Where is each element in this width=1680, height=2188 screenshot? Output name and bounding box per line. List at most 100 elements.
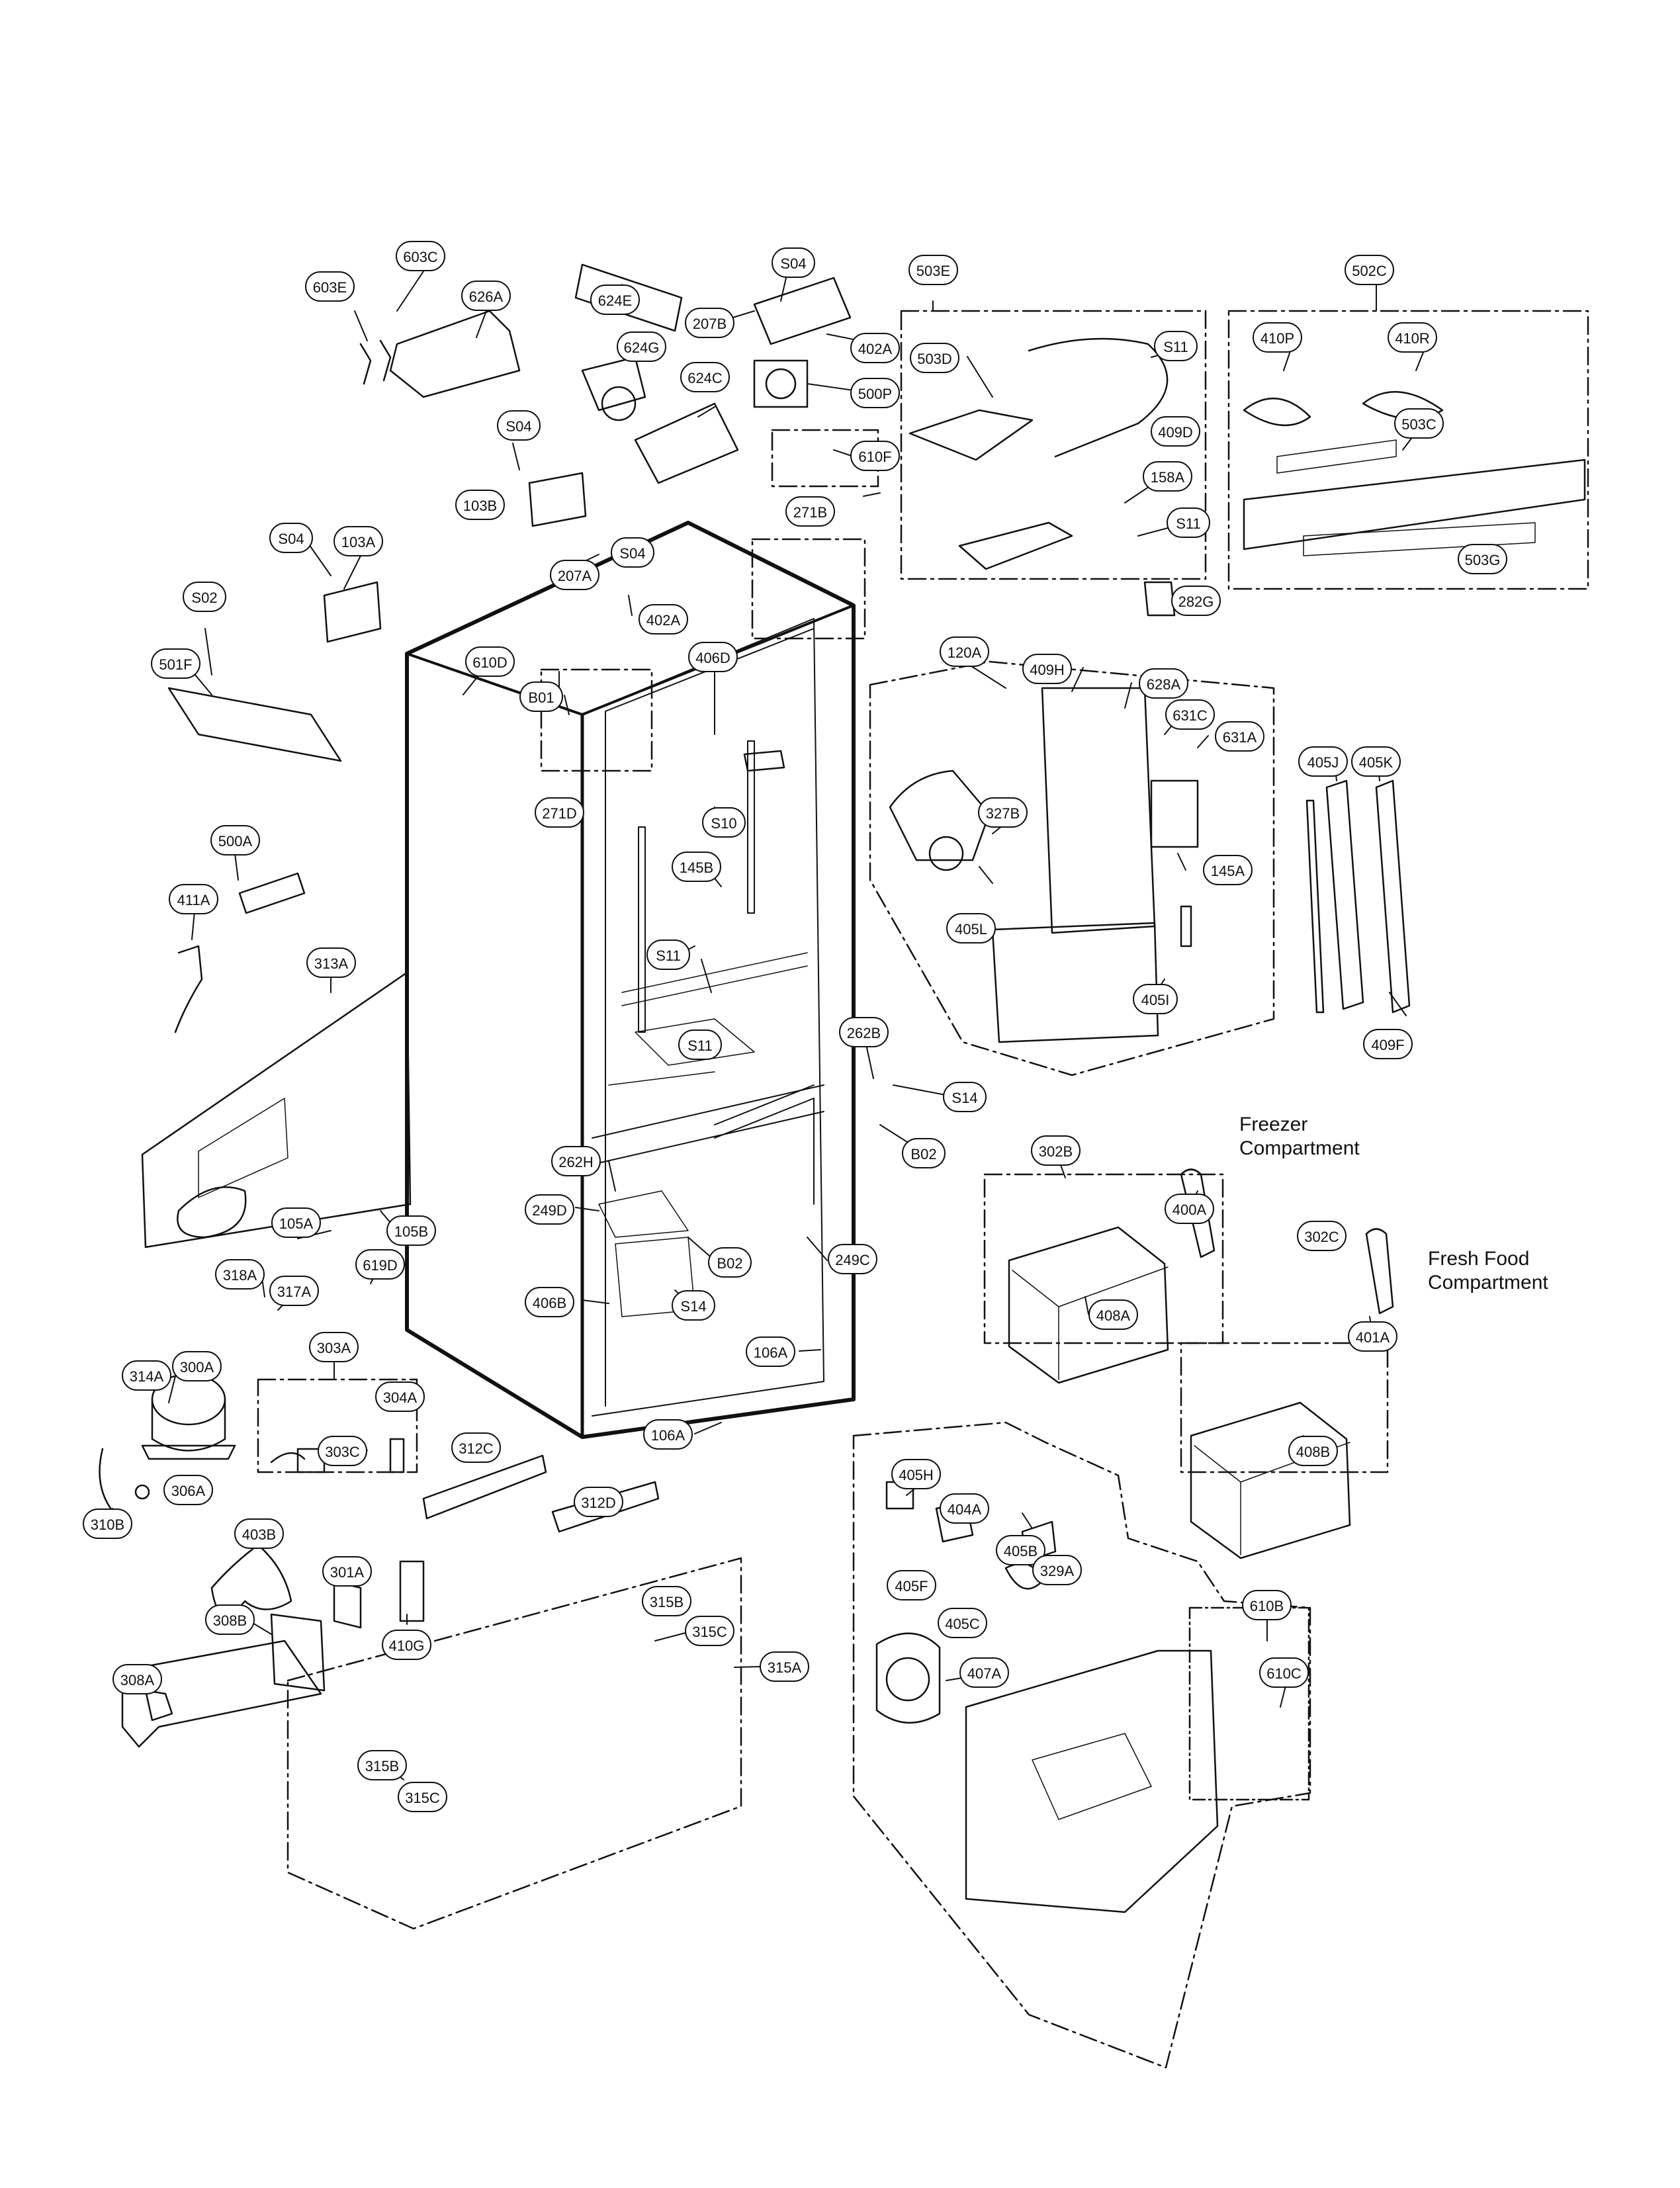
- callout-315B-b: 315B: [357, 1750, 407, 1780]
- callout-501F: 501F: [151, 648, 200, 679]
- group-outlines: [257, 310, 1589, 2069]
- callout-271B: 271B: [785, 496, 835, 527]
- callout-631A: 631A: [1215, 721, 1264, 752]
- callout-304A: 304A: [375, 1381, 425, 1412]
- callout-603E: 603E: [305, 271, 355, 302]
- callout-406D: 406D: [688, 642, 738, 672]
- callout-262H: 262H: [551, 1146, 601, 1176]
- callout-313A: 313A: [306, 947, 356, 978]
- callout-B02-b: B02: [708, 1247, 752, 1278]
- callout-315B: 315B: [642, 1586, 691, 1616]
- display-parts-drawing: [908, 337, 1586, 617]
- callout-145A: 145A: [1203, 855, 1253, 885]
- callout-405K: 405K: [1351, 746, 1401, 777]
- callout-106A-b: 106A: [643, 1419, 693, 1450]
- callout-624G: 624G: [617, 331, 666, 362]
- callout-610B: 610B: [1242, 1590, 1292, 1620]
- callout-271D: 271D: [535, 797, 584, 828]
- callout-B01: B01: [519, 681, 563, 712]
- callout-318A: 318A: [215, 1259, 265, 1290]
- callout-503D: 503D: [910, 343, 959, 373]
- callout-312C: 312C: [451, 1432, 501, 1463]
- callout-410R: 410R: [1388, 322, 1437, 353]
- callout-105A: 105A: [271, 1207, 321, 1238]
- top-parts-drawing: [167, 263, 852, 1033]
- callout-410G: 410G: [382, 1630, 431, 1660]
- callout-S04-b: S04: [497, 410, 541, 441]
- callout-158A: 158A: [1143, 461, 1192, 492]
- back-panel-drawing: [141, 971, 412, 1248]
- callout-308A: 308A: [112, 1664, 162, 1694]
- callout-314A: 314A: [122, 1360, 171, 1391]
- leader-lines: [109, 264, 1430, 1796]
- callout-S11-a: S11: [1154, 331, 1198, 361]
- callout-405H: 405H: [891, 1459, 941, 1489]
- callout-500A: 500A: [210, 825, 260, 855]
- callout-105B: 105B: [386, 1215, 436, 1246]
- callout-315C-b: 315C: [398, 1782, 447, 1812]
- callout-262B: 262B: [839, 1017, 889, 1047]
- cabinet-drawing: [405, 521, 856, 1439]
- callout-317A: 317A: [269, 1276, 319, 1306]
- callout-315A: 315A: [760, 1651, 809, 1682]
- callout-610C: 610C: [1259, 1657, 1309, 1688]
- callout-503E: 503E: [908, 255, 958, 285]
- callout-312D: 312D: [574, 1487, 623, 1517]
- callout-409H: 409H: [1022, 654, 1072, 684]
- freezer-caption-line2: Compartment: [1239, 1137, 1360, 1159]
- callout-300A: 300A: [172, 1351, 222, 1381]
- callout-503C: 503C: [1394, 408, 1444, 439]
- callout-403B: 403B: [234, 1518, 284, 1549]
- callout-500P: 500P: [850, 378, 900, 408]
- callout-310B: 310B: [83, 1509, 132, 1539]
- callout-315C: 315C: [685, 1616, 734, 1646]
- callout-103A: 103A: [333, 526, 383, 556]
- callout-406B: 406B: [525, 1287, 574, 1317]
- callout-303C: 303C: [318, 1436, 367, 1466]
- callout-405I: 405I: [1133, 984, 1178, 1014]
- callout-408B: 408B: [1288, 1436, 1338, 1466]
- fresh-food-caption-line1: Fresh Food: [1428, 1248, 1530, 1270]
- callout-249C: 249C: [828, 1244, 877, 1274]
- callout-S11-d: S11: [678, 1029, 722, 1060]
- callout-B02-a: B02: [902, 1138, 946, 1168]
- callout-503G: 503G: [1458, 544, 1507, 574]
- callout-407A: 407A: [959, 1657, 1009, 1688]
- callout-502C: 502C: [1345, 255, 1394, 285]
- callout-S04-a: S04: [772, 247, 815, 278]
- callout-626A: 626A: [461, 281, 511, 311]
- callout-103B: 103B: [455, 490, 505, 520]
- callout-405F: 405F: [887, 1570, 936, 1600]
- callout-405L: 405L: [946, 913, 996, 943]
- callout-S02: S02: [183, 582, 226, 612]
- callout-628A: 628A: [1139, 668, 1188, 699]
- callout-306A: 306A: [163, 1475, 213, 1505]
- callout-405C: 405C: [938, 1608, 987, 1638]
- callout-302B: 302B: [1031, 1135, 1081, 1166]
- callout-409D: 409D: [1151, 416, 1200, 447]
- callout-404A: 404A: [940, 1493, 989, 1524]
- shroud-drawing: [875, 1481, 1219, 1913]
- callout-610D: 610D: [465, 646, 515, 677]
- callout-631C: 631C: [1165, 699, 1215, 730]
- callout-401A: 401A: [1348, 1321, 1397, 1352]
- fresh-food-caption-line2: Compartment: [1428, 1272, 1548, 1293]
- callout-329A: 329A: [1032, 1555, 1082, 1585]
- callout-619D: 619D: [355, 1249, 405, 1280]
- callout-S04-c: S04: [269, 523, 313, 553]
- callout-S10: S10: [702, 807, 746, 838]
- side-strips-drawing: [1305, 779, 1411, 1014]
- callout-S11-c: S11: [646, 940, 690, 970]
- callout-249D: 249D: [525, 1194, 574, 1225]
- callout-405J: 405J: [1298, 746, 1348, 777]
- callout-410P: 410P: [1253, 322, 1302, 353]
- callout-302C: 302C: [1297, 1221, 1347, 1251]
- callout-603C: 603C: [396, 241, 445, 271]
- callout-145B: 145B: [672, 852, 721, 882]
- callout-402A-b: 402A: [639, 604, 688, 635]
- callout-402A: 402A: [850, 333, 900, 363]
- callout-S04-d: S04: [611, 537, 654, 568]
- callout-400A: 400A: [1165, 1194, 1214, 1224]
- callout-S14-a: S14: [943, 1082, 987, 1112]
